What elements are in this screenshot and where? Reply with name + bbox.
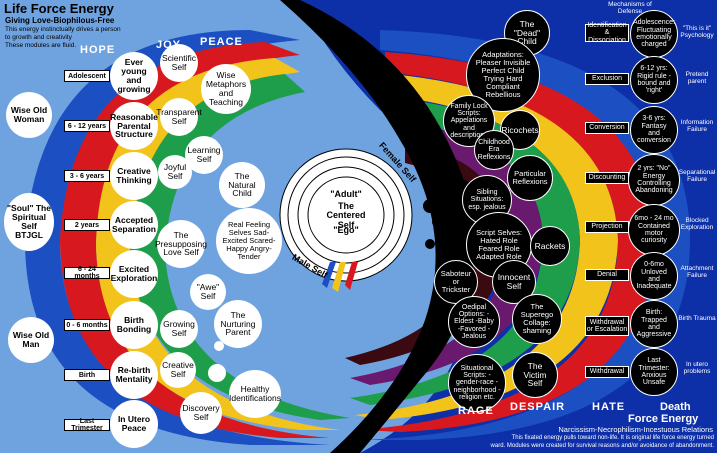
stage-birth-bonding: Birth Bonding — [110, 301, 158, 349]
defense-stage-1: 6-12 yrs: Rigid rule - bound and 'right' — [630, 56, 678, 104]
defense-stage-5: 0-6mo Unloved and Inadequate — [630, 252, 678, 300]
stage-ever-young: Ever young and growing — [110, 52, 158, 100]
stage-creative-thinking: Creative Thinking — [110, 152, 158, 200]
center-ego: "Ego" — [326, 226, 366, 235]
defense-mechanism-5: Denial — [585, 269, 629, 281]
footer-line-1: This fixated energy pulls toward non-lif… — [436, 435, 714, 441]
age-box-last-trimester: Last Trimester — [64, 419, 110, 431]
particular-reflexions-circle: Particular Reflexions — [507, 155, 553, 201]
word-hope: HOPE — [80, 45, 115, 57]
age-box-6-12: 6 - 12 years — [64, 120, 110, 132]
transparent-self: Transparent Self — [160, 98, 198, 136]
defense-mechanism-0: Identification & Dissociation — [585, 24, 629, 42]
stage-reasonable-parental: Reasonable Parental Structure — [110, 102, 158, 150]
real-feeling-selves: Real Feeling Selves Sad-Excited Scared-H… — [216, 208, 282, 274]
defense-mechanism-1: Exclusion — [585, 73, 629, 85]
age-box-6-24: 6 - 24 months — [64, 267, 110, 279]
defense-label-3: Separational Failure — [678, 170, 716, 184]
footer-subtitle: Narcissism-Necrophilism-Incestuous Relat… — [488, 426, 713, 434]
footer-title-2: Force Energy — [628, 414, 698, 426]
defense-label-4: Blocked Exploration — [678, 218, 716, 232]
natural-child: The Natural Child — [219, 162, 265, 208]
footer-line-2: ward. Modules were created for survival … — [436, 443, 714, 449]
word-hate: HATE — [592, 402, 625, 414]
defense-mechanism-3: Discounting — [585, 172, 629, 184]
stage-excited-exploration: Excited Exploration — [110, 250, 158, 298]
defense-stage-7: Last Trimester: Anxious Unsafe — [630, 348, 678, 396]
defense-mechanism-4: Projection — [585, 221, 629, 233]
defense-label-6: Birth Trauma — [678, 316, 716, 323]
childhood-era-circle: Childhood Era Reflexions — [474, 130, 514, 170]
defense-stage-2: 3-6 yrs: Fantasy and conversion — [630, 106, 678, 154]
defense-label-0: "This is it" Psychology — [678, 26, 716, 40]
defense-stage-0: Adolescence: Fluctuating emotionally cha… — [630, 10, 678, 58]
rackets-circle: Rackets — [530, 226, 570, 266]
wise-metaphors: Wise Metaphors and Teaching — [201, 64, 251, 114]
discovery-self: Discovery Self — [180, 392, 222, 434]
defense-mechanism-7: Withdrawal — [585, 366, 629, 378]
defense-label-2: Information Failure — [678, 120, 716, 134]
wise-old-woman-circle: Wise Old Woman — [6, 92, 52, 138]
nurturing-parent: The Nurturing Parent — [214, 300, 262, 348]
word-rage: RAGE — [458, 406, 494, 418]
center-adult: "Adult" — [326, 190, 366, 199]
joyful-self: Joyful Self — [158, 155, 192, 189]
header-line-3: These modules are fluid. — [5, 43, 76, 50]
growing-self: Growing Self — [160, 310, 198, 348]
defense-mechanism-2: Conversion — [585, 122, 629, 134]
defense-stage-3: 2 yrs: "No" Energy Controlling Abandonin… — [628, 154, 680, 206]
defense-label-5: Attachment Failure — [678, 266, 716, 280]
defense-mechanism-6: Withdrawal or Escalation — [585, 316, 629, 336]
stage-accepted-separation: Accepted Separation — [110, 201, 158, 249]
header-line-2: to growth and creativity — [5, 35, 72, 42]
healthy-identifications: Healthy Identifications — [229, 370, 281, 418]
age-box-2: 2 years — [64, 219, 110, 231]
oedipal-options-circle: Oedipal Options: -Eldest -Baby -Favored … — [448, 296, 500, 348]
age-box-adolescent: Adolescent — [64, 70, 110, 82]
word-peace: PEACE — [200, 37, 243, 49]
header-line-1: This energy instinctually drives a perso… — [5, 27, 121, 34]
defense-stage-6: Birth: Trapped and Aggressive — [630, 300, 678, 348]
presupposing-love-self: The Presupposing Love Self — [157, 220, 205, 268]
spiritual-self-circle: "Soul" The Spiritual Self BTJGL — [4, 193, 54, 251]
age-box-3-6: 3 - 6 years — [64, 170, 110, 182]
wise-old-man-circle: Wise Old Man — [8, 317, 54, 363]
defense-stage-4: 6mo - 24 mo Contained motor curiosity — [628, 204, 680, 256]
word-despair: DESPAIR — [510, 402, 565, 414]
header-subtitle: Giving Love-Biophilous-Free — [5, 17, 114, 25]
awe-self: "Awe" Self — [190, 274, 226, 310]
age-box-birth: Birth — [64, 369, 110, 381]
victim-self-circle: The Victim Self — [512, 352, 558, 398]
defense-label-1: Pretend parent — [678, 72, 716, 86]
stage-in-utero-peace: In Utero Peace — [110, 400, 158, 448]
scientific-self: Scientific Self — [160, 44, 198, 82]
header-title: Life Force Energy — [4, 2, 114, 16]
stage-rebirth-mentality: Re-birth Mentality — [110, 351, 158, 399]
superego-collage-circle: The Superego Collage: shaming — [512, 294, 562, 344]
age-box-0-6: 0 - 6 months — [64, 319, 110, 331]
creative-self: Creative Self — [160, 352, 196, 388]
footer-title-1: Death — [660, 402, 691, 414]
situational-scripts-circle: Situational Scripts: -gender-race -neigh… — [448, 354, 506, 412]
defense-label-7: In utero problems — [678, 362, 716, 376]
